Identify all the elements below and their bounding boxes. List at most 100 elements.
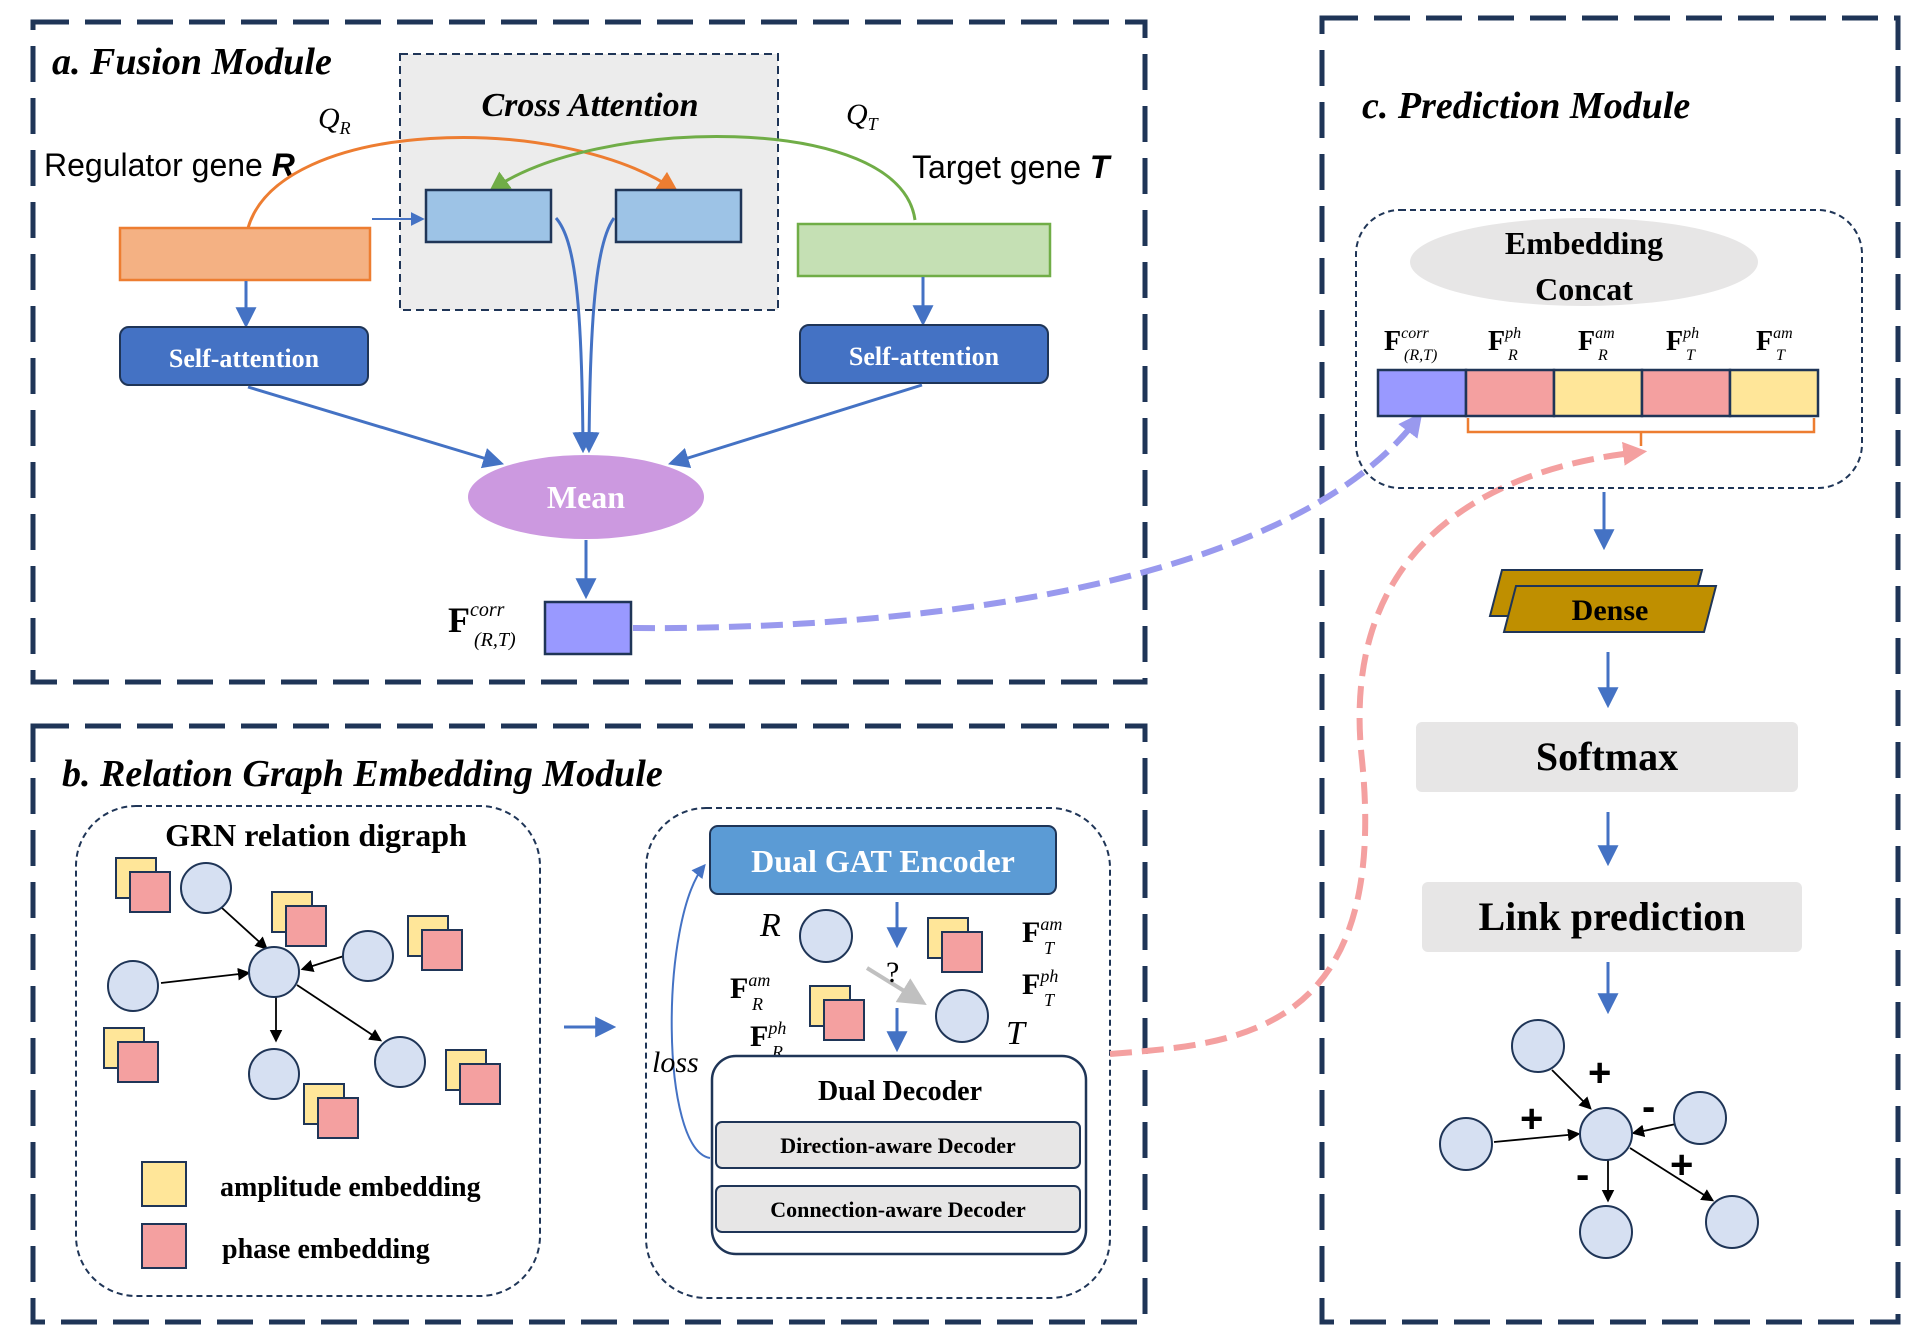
prediction-module-frame — [1319, 15, 1901, 1325]
legend-phase-label: phase embedding — [222, 1234, 430, 1265]
embedding-pair — [271, 891, 327, 947]
concat-segment-ph-r — [1464, 368, 1556, 418]
corr-embedding-box — [543, 600, 633, 656]
digraph-edge — [300, 955, 345, 972]
concat-label-corr: Fcorr(R,T) — [1384, 325, 1437, 364]
digraph-node — [180, 862, 232, 914]
t-node — [935, 989, 989, 1043]
mean-label: Mean — [547, 479, 625, 515]
q-t-arrow — [488, 135, 917, 221]
self-attention-left-label: Self-attention — [169, 344, 320, 373]
mean-node — [468, 455, 704, 539]
embedding-pair — [407, 915, 463, 971]
digraph-node — [248, 1048, 300, 1100]
relation-module-frame — [30, 723, 1148, 1325]
fusion-module-frame — [30, 19, 1148, 685]
embedding-concat-ellipse — [1410, 218, 1758, 306]
result-edge — [1631, 1123, 1677, 1138]
dense-label: Dense — [1572, 594, 1649, 627]
result-node — [1511, 1019, 1565, 1073]
loss-feedback-arrow — [670, 863, 711, 1159]
result-node — [1439, 1117, 1493, 1171]
self-attention-right — [799, 324, 1049, 384]
edge-sign-minus: - — [1576, 1153, 1589, 1197]
cross-attention-box — [399, 53, 779, 311]
concat-segment-corr — [1376, 368, 1468, 418]
decoder-to-concat-connector — [1109, 441, 1648, 1057]
q-r-arrow — [246, 136, 679, 229]
result-node — [1579, 1107, 1633, 1161]
self-attention-right-label: Self-attention — [849, 342, 1000, 371]
connection-aware-decoder — [715, 1185, 1081, 1233]
digraph-node — [107, 960, 159, 1012]
link-query-arrow — [865, 966, 927, 1005]
digraph-edge — [221, 907, 268, 950]
embedding-pair — [445, 1049, 501, 1105]
result-edge — [1629, 1147, 1715, 1202]
self-attention-left — [119, 326, 369, 386]
embedding-concat-line2: Concat — [1535, 271, 1633, 307]
left-to-mean-arrow — [247, 385, 505, 469]
concat-segment-am-r — [1552, 368, 1644, 418]
concat-bracket — [1466, 418, 1816, 446]
digraph-edge — [296, 984, 383, 1042]
legend-phase-swatch — [141, 1223, 187, 1269]
edge-sign-plus: + — [1670, 1143, 1693, 1187]
direction-aware-decoder-label: Direction-aware Decoder — [780, 1133, 1016, 1158]
result-edge — [1493, 1128, 1581, 1143]
softmax-label: Softmax — [1536, 734, 1678, 779]
dense-layer — [1488, 569, 1718, 633]
result-edge — [1551, 1069, 1592, 1110]
q-t-label: QT — [846, 98, 880, 134]
r-node — [799, 909, 853, 963]
target-gene-bar — [796, 222, 1052, 278]
relation-module-title: b. Relation Graph Embedding Module — [62, 753, 663, 795]
cross-attention-label: Cross Attention — [482, 87, 699, 124]
regulator-embedding-pair — [809, 985, 865, 1041]
edge-sign-plus: + — [1520, 1097, 1543, 1141]
target-embedding-pair — [927, 917, 983, 973]
link-prediction-label: Link prediction — [1478, 894, 1745, 939]
t-variable: T — [1006, 1015, 1027, 1052]
result-node — [1673, 1091, 1727, 1145]
digraph-node — [374, 1036, 426, 1088]
legend-amplitude-swatch — [141, 1161, 187, 1207]
embedding-pair — [303, 1083, 359, 1139]
connection-aware-decoder-label: Connection-aware Decoder — [770, 1197, 1026, 1222]
corr-embedding-label: Fcorr(R,T) — [448, 599, 516, 651]
r-variable: R — [759, 907, 781, 944]
cross-right-to-mean-arrow — [578, 217, 616, 454]
cross-key-box-right — [614, 188, 743, 244]
prediction-module-title: c. Prediction Module — [1362, 85, 1690, 127]
concat-segment-am-t — [1728, 368, 1820, 418]
cross-key-box-left — [424, 188, 553, 244]
edge-sign-plus: + — [1588, 1051, 1611, 1095]
q-r-label: QR — [318, 102, 351, 138]
dual-decoder-title: Dual Decoder — [818, 1076, 982, 1107]
link-prediction-box — [1422, 882, 1802, 952]
link-question-mark: ? — [886, 956, 899, 989]
cross-left-to-mean-arrow — [554, 217, 594, 454]
target-gene-label: Target gene T — [912, 149, 1112, 185]
right-to-mean-arrow — [667, 383, 923, 469]
concat-segment-ph-t — [1640, 368, 1732, 418]
corr-to-concat-connector — [632, 412, 1423, 632]
fusion-module-title: a. Fusion Module — [52, 41, 332, 83]
loss-label: loss — [652, 1046, 699, 1079]
regulator-gene-bar — [118, 226, 372, 282]
digraph-title: GRN relation digraph — [165, 817, 467, 853]
digraph-edge — [160, 967, 251, 984]
digraph-node — [342, 930, 394, 982]
concat-panel — [1355, 209, 1863, 489]
legend-amplitude-label: amplitude embedding — [220, 1172, 481, 1203]
regulator-gene-label: Regulator gene R — [44, 147, 295, 183]
dual-gat-encoder-label: Dual GAT Encoder — [751, 843, 1015, 879]
